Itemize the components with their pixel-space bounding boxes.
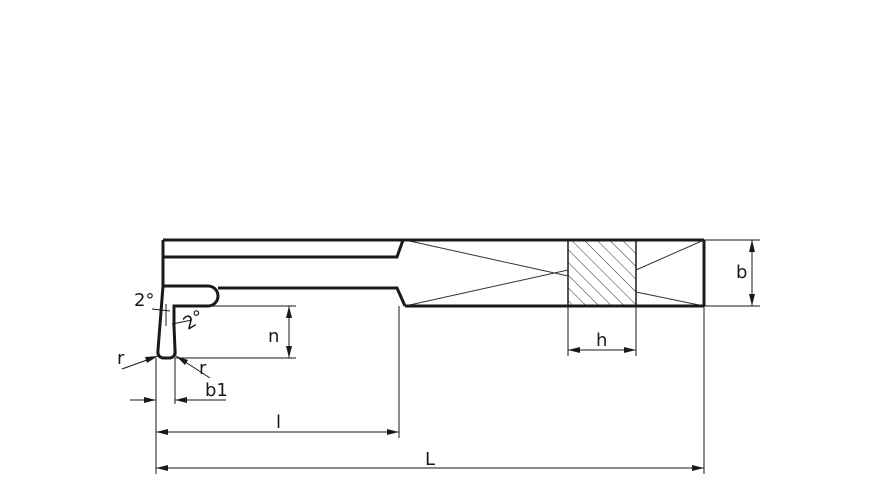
- angle-annotations: 2° 2°: [134, 290, 208, 335]
- label-angle-top: 2°: [134, 290, 154, 311]
- dimension-l: l: [156, 412, 399, 435]
- shank-diagonal-lines: [404, 239, 705, 307]
- label-b: b: [736, 262, 747, 283]
- label-n: n: [268, 326, 279, 347]
- label-r-right: r: [199, 358, 207, 379]
- tool-outline: [156, 238, 706, 360]
- extension-lines: [155, 239, 760, 474]
- label-angle-side: 2°: [180, 306, 208, 334]
- label-b1: b1: [205, 380, 228, 401]
- dimension-L: L: [156, 449, 704, 471]
- dimension-b1: b1: [130, 380, 228, 403]
- radius-leaders: r r: [117, 348, 211, 379]
- label-L: L: [425, 449, 435, 470]
- dimension-h: h: [568, 330, 636, 353]
- dimension-n: n: [268, 306, 292, 358]
- dimension-b: b: [736, 240, 755, 306]
- shank-cross-section: [567, 239, 637, 307]
- label-h: h: [596, 330, 607, 351]
- label-l: l: [276, 412, 281, 433]
- label-r-left: r: [117, 348, 125, 369]
